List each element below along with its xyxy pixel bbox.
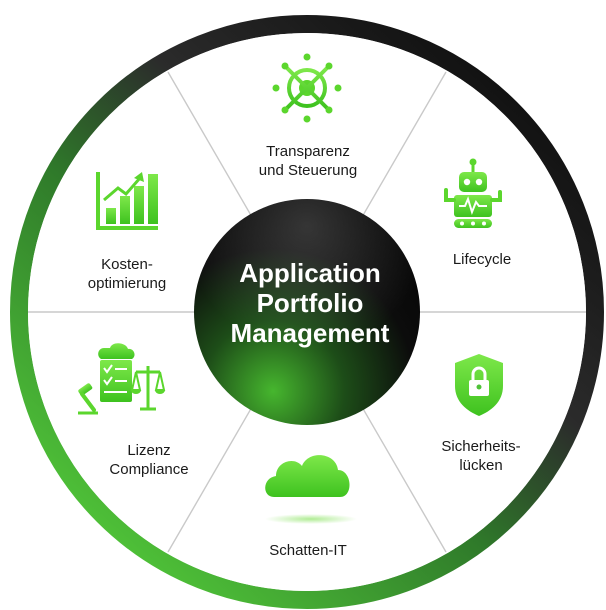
ship-wheel-icon (272, 53, 342, 123)
segment-label-sicherheit: Sicherheits- lücken (406, 437, 556, 475)
segment-label-line: Schatten-IT (269, 542, 347, 559)
outer-ring (10, 15, 604, 609)
shield-lock-icon (455, 354, 503, 416)
segment-label-line: Sicherheits- (441, 438, 521, 455)
segment-label-schatten: Schatten-IT (233, 541, 383, 560)
bar-chart-growth-icon (96, 172, 158, 230)
segment-label-kosten: Kosten- optimierung (52, 255, 202, 293)
hub-title: Application Portfolio Management (190, 258, 430, 348)
segment-label-line: lücken (459, 457, 503, 474)
segment-label-line: Lizenz (127, 442, 171, 459)
segment-label-line: Lifecycle (452, 251, 512, 268)
segment-label-line: Transparenz (266, 143, 350, 160)
hub-title-line: Management (230, 318, 390, 348)
hub-highlight (194, 199, 420, 425)
hub-title-line: Portfolio (256, 288, 364, 318)
segment-label-transparenz: Transparenz und Steuerung (233, 142, 383, 180)
hub-title-line: Application (239, 258, 381, 288)
segment-label-lizenz: Lizenz Compliance (74, 441, 224, 479)
segment-label-line: Kosten- (101, 256, 153, 273)
segment-label-line: optimierung (87, 275, 167, 292)
robot-icon (444, 158, 502, 228)
segment-label-line: Compliance (109, 461, 189, 478)
segment-label-lifecycle: Lifecycle (407, 250, 557, 269)
license-compliance-icon (78, 343, 166, 415)
cloud-icon (265, 455, 357, 524)
segment-label-line: und Steuerung (258, 162, 358, 179)
